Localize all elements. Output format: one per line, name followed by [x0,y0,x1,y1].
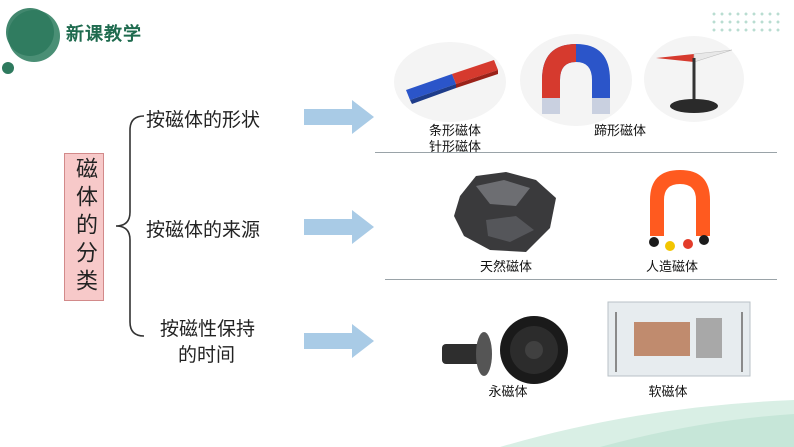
arrow-source [304,210,376,244]
bottom-wave-decoration [0,400,794,447]
caption-needle-magnet: 针形磁体 [415,140,495,156]
root-category-label: 磁体的分类 [68,157,100,297]
header-decoration [0,0,70,80]
caption-bar-magnet: 条形磁体 [415,124,495,140]
artificial-magnet-image [634,164,726,260]
root-category-box: 磁体的分类 [64,153,104,301]
relay-soft-magnet-image [604,296,754,382]
caption-artificial-magnet: 人造磁体 [632,260,712,276]
horseshoe-magnet-image [520,34,632,126]
speaker-permanent-magnet-image [438,312,574,386]
branch-time-label-line2: 的时间 [178,340,235,367]
dot-grid-decoration [710,10,780,36]
arrow-shape [304,100,376,134]
caption-soft-magnet: 软磁体 [628,385,708,401]
branch-time-label-line1: 按磁性保持 [160,314,255,341]
arrow-time [304,324,376,358]
branch-source-label: 按磁体的来源 [146,215,260,242]
brace [100,100,150,350]
natural-magnet-image [446,166,566,258]
branch-shape-label: 按磁体的形状 [146,105,260,132]
page-title: 新课教学 [66,20,142,46]
caption-permanent-magnet: 永磁体 [468,385,548,401]
separator-line [385,279,777,280]
caption-horseshoe-magnet: 蹄形磁体 [580,124,660,140]
compass-needle-image [644,36,744,122]
bar-magnet-image [394,42,506,122]
caption-natural-magnet: 天然磁体 [466,260,546,276]
